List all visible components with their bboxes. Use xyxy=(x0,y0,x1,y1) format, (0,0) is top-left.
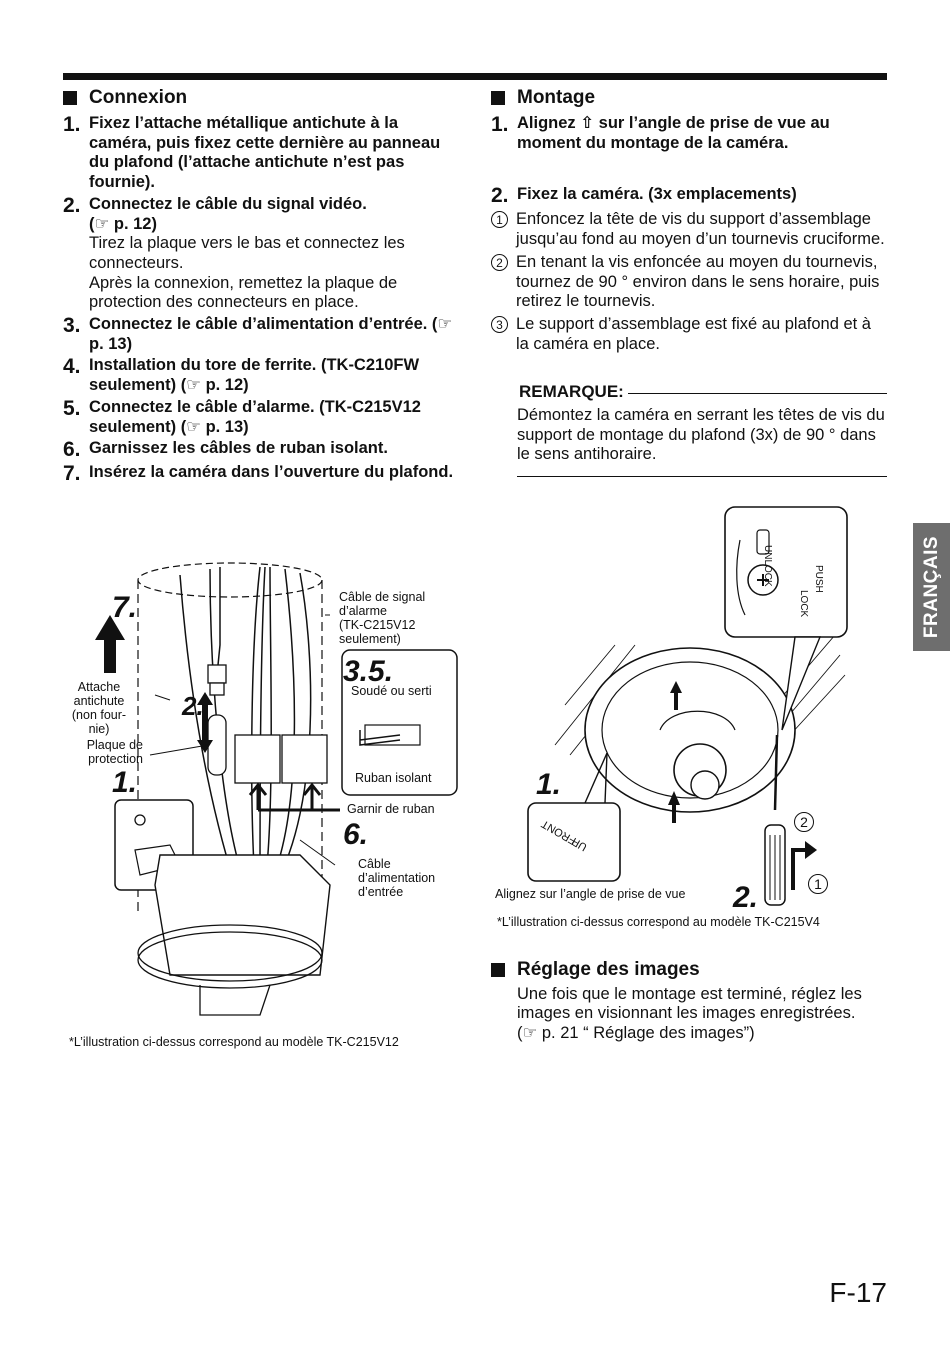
cable xyxy=(259,566,266,886)
plaque-label: Plaque de protection xyxy=(86,738,143,766)
list-item: 2 En tenant la vis enfoncée au moyen du … xyxy=(491,253,887,312)
arrow-up-icon xyxy=(668,791,680,823)
power-cable-label: Câble d’alimentation d’entrée xyxy=(358,857,436,899)
screwdriver-shaft xyxy=(773,734,779,811)
camera-base-ring xyxy=(137,924,323,982)
list-item: 4. Installation du tore de ferrite. (TK-… xyxy=(63,355,420,395)
ceiling-opening-top xyxy=(137,562,323,598)
left-figure-caption: *L’illustration ci-dessus correspond au … xyxy=(69,1035,399,1049)
list-item: 2. Connectez le câble du signal vidéo. (… xyxy=(63,193,405,312)
step-mark: 7. xyxy=(112,591,138,624)
protection-plate xyxy=(207,714,227,776)
list-item: 1. Alignez ⇧ sur l’angle de prise de vue… xyxy=(491,113,830,152)
cable xyxy=(274,572,312,886)
circled-number: 1 xyxy=(808,874,828,894)
montage-substeps: 1 Enfoncez la tête de vis du support d’a… xyxy=(491,210,887,354)
push-label: PUSH xyxy=(813,565,824,593)
step-mark: 1. xyxy=(536,768,562,801)
list-item: 3 Le support d’assemblage est fixé au pl… xyxy=(491,315,887,354)
square-bullet-icon xyxy=(491,963,505,977)
step-mark: 6. xyxy=(343,818,369,851)
page-number: F-17 xyxy=(829,1277,887,1308)
camera-body xyxy=(154,854,331,976)
front-detail-box xyxy=(527,802,621,882)
divider xyxy=(517,476,887,477)
lock-detail-box xyxy=(724,506,848,638)
rotation-arrow-icon xyxy=(791,848,807,890)
step-mark: 2. xyxy=(182,691,204,721)
align-label: Alignez sur l’angle de prise de vue xyxy=(495,887,686,901)
language-tab: FRANÇAIS xyxy=(913,523,950,651)
montage-steps: 1. Alignez ⇧ sur l’angle de prise de vue… xyxy=(491,113,887,208)
step-mark: 1. xyxy=(112,766,138,799)
double-arrow-icon xyxy=(197,692,213,753)
divider xyxy=(627,393,887,394)
arrow-up-icon xyxy=(670,681,682,710)
step-mark: 2. xyxy=(733,881,759,914)
square-bullet-icon xyxy=(63,91,77,105)
list-item: 3. Connectez le câble d’alimentation d’e… xyxy=(63,314,453,353)
cable xyxy=(269,568,296,886)
step-mark: 3.5. xyxy=(343,655,394,688)
reglage-text: Une fois que le montage est terminé, rég… xyxy=(517,985,862,1023)
lock-label: LOCK xyxy=(798,590,809,618)
list-item: 6. Garnissez les câbles de ruban isolant… xyxy=(63,438,388,462)
list-item: 5. Connectez le câble d’alarme. (TK-C215… xyxy=(63,396,421,436)
right-figure-caption: *L’illustration ci-dessus correspond au … xyxy=(497,915,820,929)
mounting-illustration xyxy=(527,506,848,906)
cable xyxy=(217,567,221,666)
remarque-heading: REMARQUE: xyxy=(517,382,887,402)
arrow-up-icon xyxy=(95,615,125,673)
reglage-title: Réglage des images xyxy=(491,958,887,982)
bnc-connector xyxy=(209,682,225,696)
circled-number: 2 xyxy=(794,812,814,832)
connection-illustration xyxy=(95,562,458,1016)
list-item: 7. Insérez la caméra dans l’ouverture du… xyxy=(63,462,454,486)
screw-icon xyxy=(134,814,146,826)
unlock-label: UNLOCK xyxy=(762,545,773,587)
list-item: 1 Enfoncez la tête de vis du support d’a… xyxy=(491,210,887,249)
list-item: 1. Fixez l’attache métallique antichute … xyxy=(63,113,441,192)
junction-box xyxy=(281,734,328,784)
reglage-section: Réglage des images Une fois que le monta… xyxy=(491,958,887,1043)
twisted-wires xyxy=(359,730,401,746)
camera-mount xyxy=(199,984,271,1016)
alarm-cable-label: Câble de signal d’alarme (TK-C215V12 seu… xyxy=(339,590,426,646)
montage-title: Montage xyxy=(491,86,887,110)
solder-detail-box xyxy=(341,649,458,796)
montage-section: Montage 1. Alignez ⇧ sur l’angle de pris… xyxy=(491,86,887,354)
ruban-label: Ruban isolant xyxy=(355,771,432,785)
soude-label: Soudé ou serti xyxy=(351,684,432,698)
attache-label: Attache antichute (non four- nie) xyxy=(71,680,127,736)
square-bullet-icon xyxy=(491,91,505,105)
mounting-ring xyxy=(584,647,796,813)
tape-wrap xyxy=(364,724,421,746)
list-item: 2. Fixez la caméra. (3x emplacements) xyxy=(491,184,797,208)
garnir-label: Garnir de ruban xyxy=(347,802,435,816)
garnir-arrows xyxy=(248,782,340,812)
bnc-connector xyxy=(207,664,227,684)
cable xyxy=(250,566,261,886)
remarque-text: Démontez la caméra en serrant les têtes … xyxy=(517,406,885,464)
connexion-title: Connexion xyxy=(63,86,463,110)
top-rule xyxy=(63,73,887,80)
reglage-ref: (☞ p. 21 “ Réglage des images”) xyxy=(517,1023,755,1042)
connexion-section: Connexion 1. Fixez l’attache métallique … xyxy=(63,86,463,487)
cable xyxy=(264,566,272,886)
connexion-steps: 1. Fixez l’attache métallique antichute … xyxy=(63,114,463,485)
cable xyxy=(179,574,236,886)
junction-box xyxy=(234,734,281,784)
